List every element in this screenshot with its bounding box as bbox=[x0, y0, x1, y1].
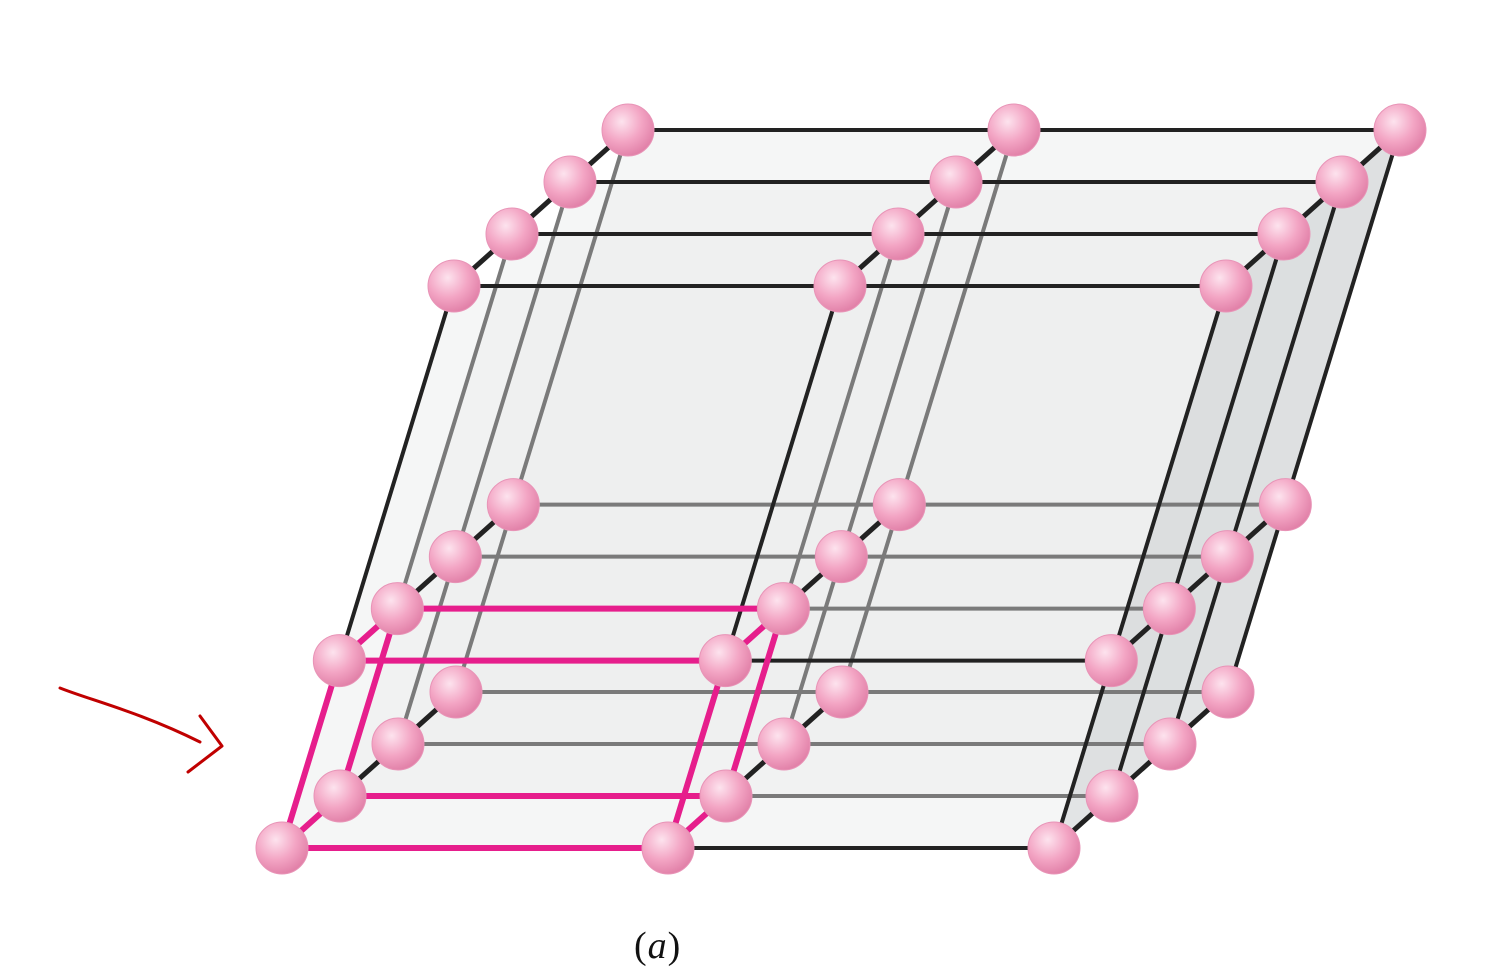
lattice-lines bbox=[279, 127, 1403, 851]
sphere-icon bbox=[929, 155, 983, 209]
sphere-icon bbox=[1373, 103, 1427, 157]
sphere-icon bbox=[641, 821, 695, 875]
sphere-icon bbox=[370, 582, 424, 636]
sphere-icon bbox=[815, 665, 869, 719]
lattice-height-line bbox=[1052, 284, 1228, 850]
lattice-depth-line bbox=[1051, 689, 1231, 851]
highlight-edge bbox=[337, 605, 401, 799]
lattice-depth-line bbox=[1108, 502, 1288, 664]
sphere-icon bbox=[485, 207, 539, 261]
sphere-icon bbox=[428, 530, 482, 584]
sphere-icon bbox=[429, 665, 483, 719]
sphere-icon bbox=[427, 259, 481, 313]
highlight-edge bbox=[665, 657, 729, 851]
sphere-icon bbox=[486, 478, 540, 532]
lattice-height-line bbox=[1110, 232, 1286, 798]
sphere-icon bbox=[1084, 634, 1138, 688]
sphere-icon bbox=[601, 103, 655, 157]
sphere-icon bbox=[872, 478, 926, 532]
lattice-height-line bbox=[1226, 128, 1402, 694]
lattice-height-line bbox=[1168, 180, 1344, 746]
sphere-icon bbox=[756, 582, 810, 636]
caption-close: ) bbox=[667, 925, 682, 967]
sphere-icon bbox=[1200, 530, 1254, 584]
sphere-icon bbox=[1143, 717, 1197, 771]
highlight-edge bbox=[723, 605, 787, 799]
sphere-icon bbox=[814, 530, 868, 584]
sphere-icon bbox=[313, 769, 367, 823]
sphere-icon bbox=[757, 717, 811, 771]
sphere-icon bbox=[698, 634, 752, 688]
hand-drawn-arrow-icon bbox=[58, 686, 224, 774]
lattice-height-line bbox=[454, 128, 630, 694]
sphere-icon bbox=[1315, 155, 1369, 209]
lattice-depth-line bbox=[1223, 127, 1403, 289]
highlight-edge bbox=[279, 657, 343, 851]
sphere-icon bbox=[1201, 665, 1255, 719]
caption-label: a bbox=[647, 925, 668, 967]
sphere-icon bbox=[1257, 207, 1311, 261]
lattice-side-face bbox=[1054, 130, 1400, 848]
sphere-icon bbox=[255, 821, 309, 875]
figure-caption: (a) bbox=[634, 924, 681, 968]
sphere-icon bbox=[1027, 821, 1081, 875]
lattice-depth-line bbox=[837, 127, 1017, 289]
lattice-height-line bbox=[840, 128, 1016, 694]
lattice-height-line bbox=[782, 180, 958, 746]
sphere-icon bbox=[871, 207, 925, 261]
sphere-icon bbox=[987, 103, 1041, 157]
sphere-icon bbox=[543, 155, 597, 209]
sphere-icon bbox=[1142, 582, 1196, 636]
lattice-atoms bbox=[255, 103, 1427, 875]
sphere-icon bbox=[813, 259, 867, 313]
lattice-faces bbox=[282, 130, 1400, 848]
annotation-arrow bbox=[58, 686, 224, 774]
lattice-height-line bbox=[396, 180, 572, 746]
caption-open: ( bbox=[634, 925, 648, 967]
sphere-icon bbox=[1199, 259, 1253, 313]
sphere-icon bbox=[699, 769, 753, 823]
sphere-icon bbox=[371, 717, 425, 771]
sphere-icon bbox=[312, 634, 366, 688]
sphere-icon bbox=[1085, 769, 1139, 823]
sphere-icon bbox=[1258, 478, 1312, 532]
lattice-depth-line bbox=[451, 127, 631, 289]
